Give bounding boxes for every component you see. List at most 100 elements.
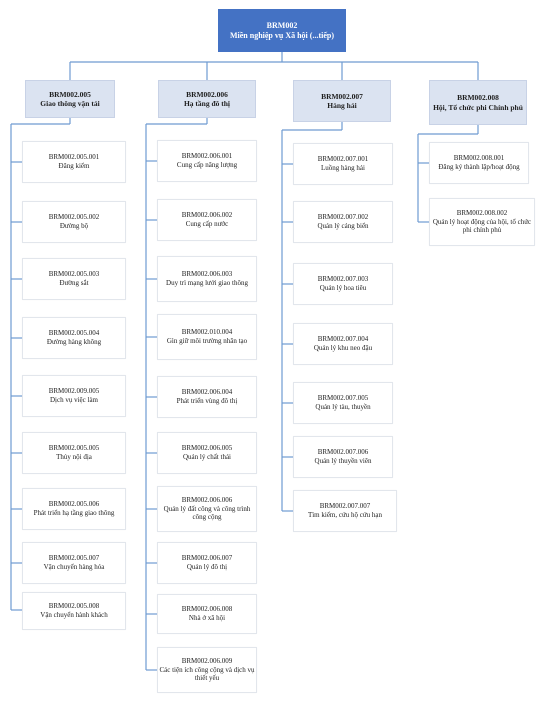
column-header-title: Hạ tầng đô thị	[183, 99, 231, 108]
leaf-node: BRM002.005.008 Vận chuyển hành khách	[22, 592, 126, 630]
leaf-node: BRM002.007.001 Luồng hàng hải	[293, 143, 393, 185]
root-title: Miền nghiệp vụ Xã hội (...tiếp)	[229, 30, 334, 40]
root-code: BRM002	[266, 20, 298, 30]
leaf-code: BRM002.006.001	[181, 152, 233, 161]
leaf-node: BRM002.005.004 Đường hàng không	[22, 317, 126, 359]
leaf-title: Đường hàng không	[46, 338, 102, 346]
leaf-code: BRM002.006.006	[181, 495, 233, 504]
leaf-title: Vận chuyển hành khách	[40, 611, 108, 619]
leaf-code: BRM002.006.004	[181, 388, 233, 397]
leaf-code: BRM002.008.001	[453, 154, 505, 163]
leaf-title: Quản lý hoa tiêu	[319, 284, 367, 292]
leaf-node: BRM002.006.006 Quản lý đất công và công …	[157, 486, 257, 532]
leaf-title: Dịch vụ việc làm	[49, 396, 98, 404]
column-header-code: BRM002.008	[457, 93, 499, 103]
leaf-title: Đăng ký thành lập/hoạt động	[438, 163, 520, 171]
leaf-code: BRM002.006.007	[181, 554, 233, 563]
leaf-code: BRM002.009.005	[48, 387, 100, 396]
leaf-node: BRM002.006.007 Quản lý đô thị	[157, 542, 257, 584]
root-node: BRM002 Miền nghiệp vụ Xã hội (...tiếp)	[218, 9, 346, 52]
leaf-node: BRM002.006.001 Cung cấp năng lượng	[157, 140, 257, 182]
leaf-node: BRM002.007.005 Quản lý tàu, thuyền	[293, 382, 393, 424]
leaf-title: Đường bộ	[59, 222, 89, 230]
leaf-title: Đường sắt	[59, 279, 89, 287]
leaf-code: BRM002.006.002	[181, 211, 233, 220]
leaf-node: BRM002.008.001 Đăng ký thành lập/hoạt độ…	[429, 142, 529, 184]
leaf-code: BRM002.005.005	[48, 444, 100, 453]
leaf-code: BRM002.005.004	[48, 329, 100, 338]
column-header-urban-infrastructure: BRM002.006 Hạ tầng đô thị	[158, 80, 256, 118]
leaf-code: BRM002.005.002	[48, 213, 100, 222]
leaf-node: BRM002.005.002 Đường bộ	[22, 201, 126, 243]
leaf-node: BRM002.007.004 Quản lý khu neo đậu	[293, 323, 393, 365]
leaf-code: BRM002.006.008	[181, 605, 233, 614]
leaf-title: Quản lý đô thị	[186, 563, 228, 571]
leaf-title: Quản lý chất thải	[182, 453, 231, 461]
leaf-title: Đăng kiểm	[58, 162, 90, 170]
leaf-code: BRM002.006.009	[181, 656, 233, 665]
leaf-node: BRM002.007.006 Quản lý thuyền viên	[293, 436, 393, 478]
column-header-ngo: BRM002.008 Hội, Tổ chức phi Chính phủ	[429, 80, 527, 125]
leaf-title: Cung cấp năng lượng	[176, 161, 238, 169]
leaf-code: BRM002.005.006	[48, 500, 100, 509]
leaf-code: BRM002.007.001	[317, 155, 369, 164]
leaf-title: Luồng hàng hải	[321, 164, 365, 172]
leaf-node: BRM002.006.008 Nhà ở xã hội	[157, 594, 257, 634]
leaf-node: BRM002.006.003 Duy trì mạng lưới giao th…	[157, 256, 257, 302]
column-header-title: Hội, Tổ chức phi Chính phủ	[433, 102, 523, 112]
leaf-code: BRM002.005.008	[48, 602, 100, 611]
leaf-node: BRM002.005.001 Đăng kiểm	[22, 141, 126, 183]
leaf-title: Cung cấp nước	[185, 220, 229, 228]
leaf-node: BRM002.005.003 Đường sắt	[22, 258, 126, 300]
leaf-code: BRM002.007.003	[317, 275, 369, 284]
leaf-node: BRM002.005.006 Phát triển hạ tầng giao t…	[22, 488, 126, 530]
leaf-title: Quản lý hoạt động của hội, tổ chức phi c…	[432, 217, 532, 235]
column-header-title: Hàng hải	[327, 101, 357, 110]
leaf-node: BRM002.006.009 Các tiện ích công cộng và…	[157, 647, 257, 693]
column-header-code: BRM002.006	[186, 89, 228, 99]
leaf-node: BRM002.005.005 Thủy nội địa	[22, 432, 126, 474]
leaf-node: BRM002.006.004 Phát triển vùng đô thị	[157, 376, 257, 418]
column-header-code: BRM002.007	[321, 91, 363, 101]
leaf-code: BRM002.008.002	[456, 208, 508, 217]
leaf-title: Các tiện ích công cộng và dịch vụ thiết …	[159, 665, 255, 683]
leaf-node: BRM002.008.002 Quản lý hoạt động của hội…	[429, 198, 535, 246]
leaf-code: BRM002.007.002	[317, 213, 369, 222]
column-header-title: Giao thông vận tải	[40, 99, 100, 108]
column-header-maritime: BRM002.007 Hàng hải	[293, 80, 391, 122]
leaf-title: Quản lý tàu, thuyền	[315, 403, 371, 411]
leaf-code: BRM002.005.007	[48, 554, 100, 563]
leaf-title: Quản lý đất công và công trình công cộng	[163, 504, 251, 522]
leaf-code: BRM002.006.003	[181, 270, 233, 279]
leaf-node: BRM002.010.004 Gìn giữ môi trường nhân t…	[157, 314, 257, 360]
leaf-code: BRM002.005.003	[48, 270, 100, 279]
leaf-title: Phát triển hạ tầng giao thông	[33, 509, 115, 517]
leaf-title: Quản lý khu neo đậu	[313, 344, 373, 352]
leaf-node: BRM002.006.002 Cung cấp nước	[157, 199, 257, 241]
column-header-code: BRM002.005	[49, 89, 91, 99]
leaf-code: BRM002.005.001	[48, 153, 100, 162]
leaf-code: BRM002.010.004	[181, 328, 233, 337]
leaf-node: BRM002.006.005 Quản lý chất thải	[157, 432, 257, 474]
leaf-code: BRM002.007.007	[319, 502, 371, 511]
leaf-title: Gìn giữ môi trường nhân tạo	[166, 337, 248, 345]
leaf-title: Quản lý thuyền viên	[314, 457, 372, 465]
leaf-node: BRM002.009.005 Dịch vụ việc làm	[22, 375, 126, 417]
leaf-code: BRM002.007.004	[317, 335, 369, 344]
leaf-title: Duy trì mạng lưới giao thông	[166, 279, 248, 287]
leaf-title: Nhà ở xã hội	[188, 614, 226, 622]
leaf-code: BRM002.006.005	[181, 444, 233, 453]
leaf-title: Tìm kiếm, cứu hộ cứu hạn	[307, 511, 383, 519]
leaf-node: BRM002.007.003 Quản lý hoa tiêu	[293, 263, 393, 305]
column-header-transport: BRM002.005 Giao thông vận tải	[25, 80, 115, 118]
leaf-node: BRM002.005.007 Vận chuyển hàng hóa	[22, 542, 126, 584]
leaf-node: BRM002.007.002 Quản lý cảng biển	[293, 201, 393, 243]
leaf-title: Phát triển vùng đô thị	[176, 397, 238, 405]
leaf-code: BRM002.007.005	[317, 394, 369, 403]
leaf-code: BRM002.007.006	[317, 448, 369, 457]
leaf-title: Thủy nội địa	[56, 453, 92, 461]
leaf-node: BRM002.007.007 Tìm kiếm, cứu hộ cứu hạn	[293, 490, 397, 532]
leaf-title: Vận chuyển hàng hóa	[43, 563, 105, 571]
leaf-title: Quản lý cảng biển	[317, 222, 369, 230]
